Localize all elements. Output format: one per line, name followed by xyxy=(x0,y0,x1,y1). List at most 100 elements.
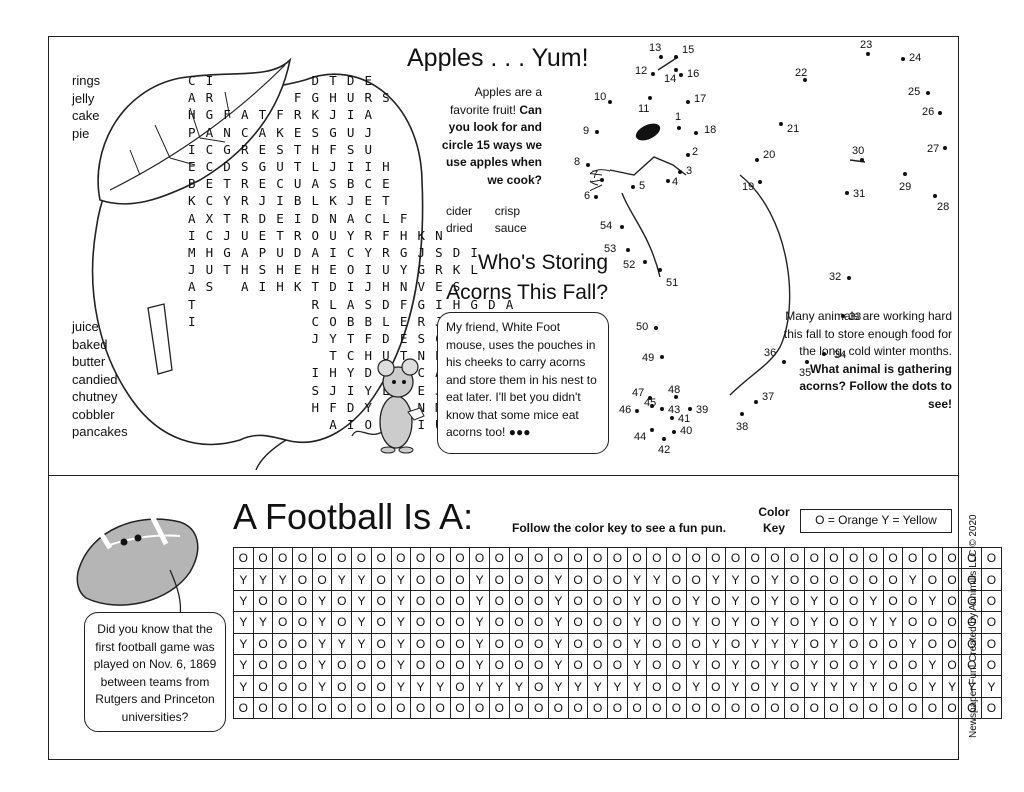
color-grid-cell[interactable]: O xyxy=(764,696,786,720)
color-grid-cell[interactable]: O xyxy=(882,568,904,591)
color-grid-cell[interactable]: Y xyxy=(843,675,864,698)
color-grid-cell[interactable]: O xyxy=(390,546,412,570)
dot-point[interactable] xyxy=(901,57,905,61)
color-grid-cell[interactable]: Y xyxy=(233,653,254,677)
color-grid-cell[interactable]: O xyxy=(429,546,451,570)
color-grid-cell[interactable]: O xyxy=(941,632,963,655)
color-grid-cell[interactable]: O xyxy=(331,611,353,634)
dot-point[interactable] xyxy=(847,276,851,280)
color-grid-cell[interactable]: O xyxy=(784,696,805,720)
dot-point[interactable] xyxy=(688,407,692,411)
color-grid-cell[interactable]: Y xyxy=(390,653,412,677)
color-grid-cell[interactable]: O xyxy=(922,632,943,655)
dot-point[interactable] xyxy=(758,180,762,184)
color-grid-cell[interactable]: O xyxy=(587,568,609,591)
color-grid-cell[interactable]: Y xyxy=(233,632,254,655)
color-grid-cell[interactable]: O xyxy=(646,546,668,570)
color-grid-cell[interactable]: Y xyxy=(863,675,884,698)
color-grid-cell[interactable]: O xyxy=(272,675,294,698)
color-grid-cell[interactable]: Y xyxy=(548,611,569,634)
dot-point[interactable] xyxy=(822,352,826,356)
color-grid-cell[interactable]: Y xyxy=(803,675,825,698)
color-grid-cell[interactable]: Y xyxy=(548,589,569,613)
word-search-row[interactable]: E C D S G U T L J I I H xyxy=(188,159,391,175)
color-grid-cell[interactable]: O xyxy=(666,632,687,655)
color-grid-cell[interactable]: Y xyxy=(331,568,353,591)
color-grid-cell[interactable]: Y xyxy=(351,632,372,655)
dot-point[interactable] xyxy=(678,170,682,174)
color-grid-cell[interactable]: O xyxy=(646,675,668,698)
color-grid-cell[interactable]: O xyxy=(803,546,825,570)
color-grid-cell[interactable]: O xyxy=(823,696,845,720)
color-grid-cell[interactable]: O xyxy=(567,653,589,677)
dot-point[interactable] xyxy=(654,326,658,330)
color-grid-cell[interactable]: O xyxy=(429,568,451,591)
color-grid-cell[interactable]: O xyxy=(528,611,549,634)
dot-point[interactable] xyxy=(674,68,678,72)
color-grid-cell[interactable]: O xyxy=(351,653,372,677)
color-grid-cell[interactable]: Y xyxy=(429,675,451,698)
word-search-row[interactable]: M H G A P U D A I C Y R G J S D I xyxy=(188,245,480,261)
color-grid-cell[interactable]: O xyxy=(744,653,766,677)
color-grid-cell[interactable]: Y xyxy=(941,675,963,698)
color-grid-cell[interactable]: O xyxy=(449,653,471,677)
color-grid-cell[interactable]: O xyxy=(902,589,924,613)
color-grid-cell[interactable]: O xyxy=(528,675,549,698)
color-grid-cell[interactable]: O xyxy=(823,568,845,591)
dot-point[interactable] xyxy=(672,430,676,434)
color-grid-cell[interactable]: O xyxy=(272,546,294,570)
color-grid-cell[interactable]: O xyxy=(666,546,687,570)
color-grid-cell[interactable]: Y xyxy=(685,611,707,634)
color-grid-cell[interactable]: O xyxy=(882,653,904,677)
color-grid-cell[interactable]: O xyxy=(902,675,924,698)
color-grid-cell[interactable]: O xyxy=(784,546,805,570)
color-grid-cell[interactable]: Y xyxy=(764,675,786,698)
color-grid-cell[interactable]: O xyxy=(272,696,294,720)
color-grid-cell[interactable]: O xyxy=(882,675,904,698)
color-grid-cell[interactable]: O xyxy=(646,696,668,720)
color-grid-cell[interactable]: O xyxy=(508,589,530,613)
color-grid-cell[interactable]: O xyxy=(587,696,609,720)
dot-point[interactable] xyxy=(903,172,907,176)
color-grid-cell[interactable]: O xyxy=(567,546,589,570)
color-grid-cell[interactable]: O xyxy=(429,589,451,613)
color-grid-cell[interactable]: O xyxy=(292,632,313,655)
color-grid-cell[interactable]: Y xyxy=(725,653,746,677)
color-grid-cell[interactable]: O xyxy=(607,696,628,720)
color-grid-cell[interactable]: O xyxy=(646,632,668,655)
color-grid-cell[interactable]: Y xyxy=(705,632,727,655)
dot-point[interactable] xyxy=(586,163,590,167)
word-search-row[interactable]: A S A I H K T D I J H N V E S xyxy=(188,279,462,295)
color-grid-cell[interactable]: O xyxy=(705,653,727,677)
color-grid-cell[interactable]: O xyxy=(784,568,805,591)
color-grid-cell[interactable]: O xyxy=(370,589,392,613)
color-grid-cell[interactable]: O xyxy=(370,546,392,570)
color-grid-cell[interactable]: O xyxy=(685,568,707,591)
color-grid-cell[interactable]: O xyxy=(607,568,628,591)
color-grid-cell[interactable]: Y xyxy=(548,675,569,698)
color-grid-cell[interactable]: O xyxy=(646,653,668,677)
color-grid-cell[interactable]: O xyxy=(528,653,549,677)
color-grid-cell[interactable]: O xyxy=(882,546,904,570)
dot-point[interactable] xyxy=(782,360,786,364)
color-grid-cell[interactable]: O xyxy=(725,546,746,570)
color-grid-cell[interactable]: O xyxy=(646,611,668,634)
color-grid-cell[interactable]: Y xyxy=(764,653,786,677)
color-grid-cell[interactable]: O xyxy=(449,696,471,720)
color-grid-cell[interactable]: O xyxy=(252,546,274,570)
color-grid-cell[interactable]: Y xyxy=(803,589,825,613)
color-grid-cell[interactable]: O xyxy=(941,653,963,677)
color-grid-cell[interactable]: O xyxy=(292,696,313,720)
color-grid-cell[interactable]: Y xyxy=(469,611,490,634)
color-grid-cell[interactable]: O xyxy=(429,696,451,720)
color-grid-cell[interactable]: Y xyxy=(548,568,569,591)
color-grid-cell[interactable]: Y xyxy=(469,632,490,655)
color-grid-cell[interactable]: O xyxy=(626,546,648,570)
color-grid-cell[interactable]: O xyxy=(902,696,924,720)
color-grid-cell[interactable]: Y xyxy=(626,611,648,634)
dot-point[interactable] xyxy=(594,195,598,199)
color-grid-cell[interactable]: O xyxy=(607,611,628,634)
color-grid-cell[interactable]: Y xyxy=(784,632,805,655)
dot-point[interactable] xyxy=(845,191,849,195)
